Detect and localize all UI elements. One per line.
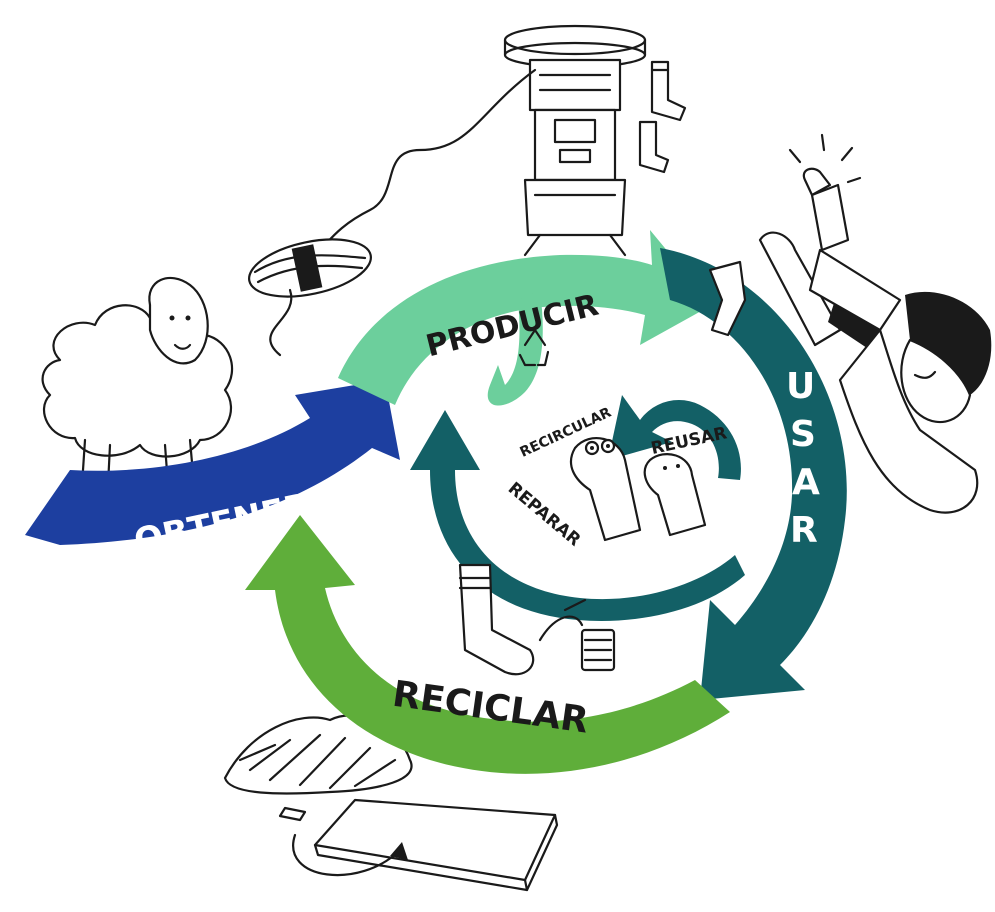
sheep-icon bbox=[41, 276, 234, 487]
svg-text:U: U bbox=[786, 366, 815, 407]
yarn-thread bbox=[318, 68, 537, 252]
reparar-label: REPARAR bbox=[504, 479, 584, 551]
recircular-arrow bbox=[487, 290, 543, 406]
svg-text:S: S bbox=[790, 414, 816, 455]
fiber-pile-icon bbox=[223, 714, 413, 795]
yarn-skein-icon bbox=[248, 238, 372, 357]
reusar-label: REUSAR bbox=[649, 423, 728, 459]
svg-text:R: R bbox=[790, 510, 818, 551]
reparar-arrow bbox=[410, 410, 745, 621]
usar-label: U S A R bbox=[786, 366, 820, 551]
sock-icon bbox=[708, 260, 747, 337]
sock-icon bbox=[458, 563, 535, 676]
knitting-machine-icon bbox=[503, 24, 647, 257]
sock-icon bbox=[638, 60, 687, 174]
obtener-arrow bbox=[25, 380, 400, 545]
needle-icon bbox=[538, 598, 587, 642]
recycle-symbol-icon bbox=[518, 328, 550, 367]
reciclar-arrow bbox=[245, 515, 730, 774]
reusar-arrow bbox=[608, 395, 741, 480]
thread-spool-icon bbox=[580, 628, 616, 672]
svg-text:A: A bbox=[792, 462, 820, 503]
usar-arrow bbox=[660, 248, 847, 700]
sock-puppet-icon bbox=[569, 437, 707, 542]
producir-arrow bbox=[338, 230, 712, 405]
person-icon bbox=[758, 133, 992, 514]
felt-pad-icon bbox=[313, 798, 559, 892]
curved-arrow bbox=[292, 833, 402, 877]
